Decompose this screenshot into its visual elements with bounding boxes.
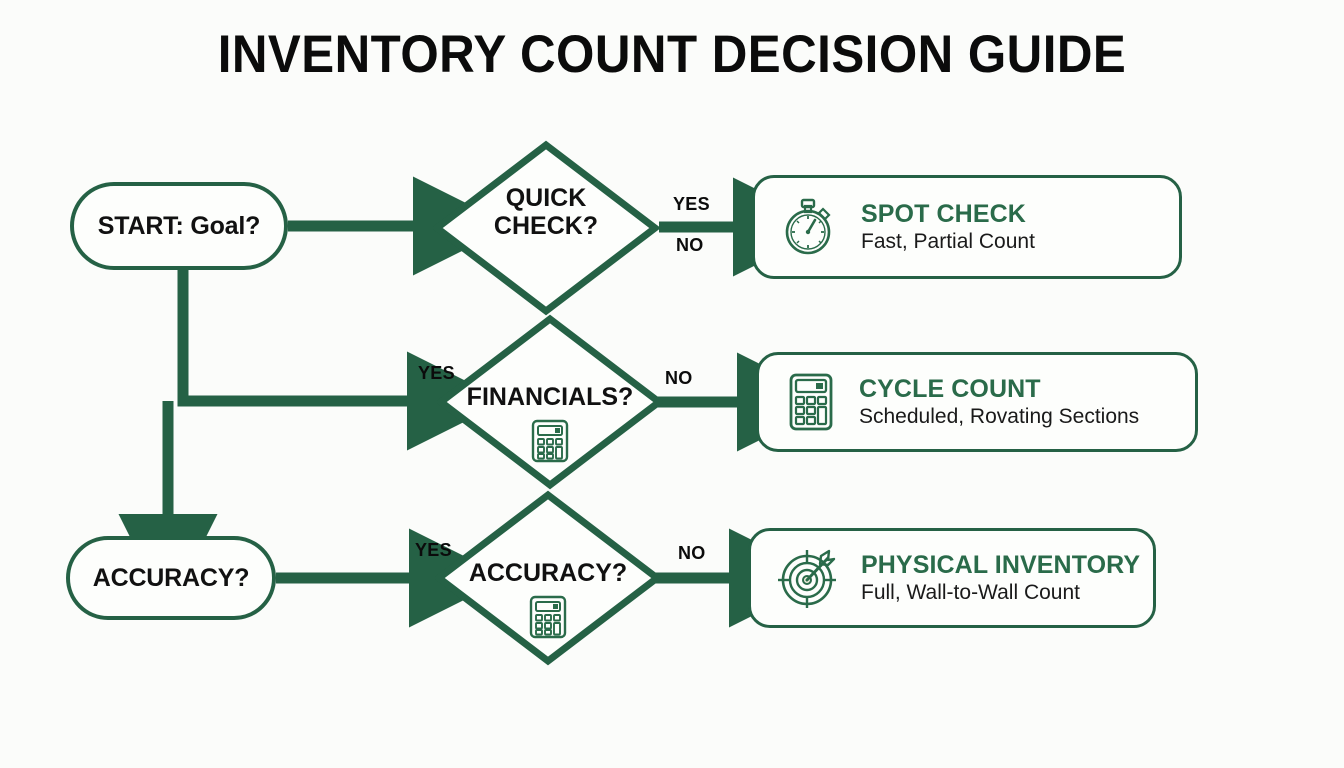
node-start-label: START: Goal? — [97, 211, 261, 240]
decision-financials[interactable]: FINANCIALS? — [436, 314, 664, 490]
result-physical-inventory-title: PHYSICAL INVENTORY — [861, 551, 1141, 579]
edge-label-accuracy-no: NO — [678, 543, 706, 563]
result-cycle-count-subtitle: Scheduled, Rovating Sections — [859, 405, 1140, 428]
result-physical-inventory-subtitle: Full, Wall-to-Wall Count — [861, 581, 1080, 604]
node-accuracy-pill-label: ACCURACY? — [92, 563, 250, 592]
diamond-outline — [436, 314, 664, 490]
edge-label-accuracy-yes: YES — [415, 540, 452, 560]
diamond-outline — [434, 490, 662, 666]
edge-label-quick-no: NO — [676, 235, 704, 255]
result-physical-inventory-text: PHYSICAL INVENTORY Full, Wall-to-Wall Co… — [861, 551, 1140, 605]
result-cycle-count-text: CYCLE COUNT Scheduled, Rovating Sections — [859, 375, 1139, 429]
node-start[interactable]: START: Goal? — [70, 182, 288, 270]
edge-label-financials-no: NO — [665, 368, 693, 388]
diamond-outline — [432, 140, 660, 316]
result-spot-check-text: SPOT CHECK Fast, Partial Count — [861, 200, 1035, 254]
result-cycle-count[interactable]: CYCLE COUNT Scheduled, Rovating Sections — [756, 352, 1198, 452]
calculator-icon — [528, 594, 568, 645]
edge-label-financials-yes: YES — [418, 363, 455, 383]
result-spot-check-subtitle: Fast, Partial Count — [861, 230, 1035, 253]
target-icon — [777, 546, 839, 610]
edge-label-quick-yes: YES — [673, 194, 710, 214]
stopwatch-icon — [781, 196, 839, 258]
page-title: INVENTORY COUNT DECISION GUIDE — [217, 25, 1127, 84]
result-spot-check[interactable]: SPOT CHECK Fast, Partial Count — [752, 175, 1182, 279]
result-physical-inventory[interactable]: PHYSICAL INVENTORY Full, Wall-to-Wall Co… — [748, 528, 1156, 628]
result-cycle-count-title: CYCLE COUNT — [859, 375, 1041, 403]
result-spot-check-title: SPOT CHECK — [861, 200, 1026, 228]
decision-quick-check[interactable]: QUICK CHECK? — [432, 140, 660, 316]
decision-accuracy[interactable]: ACCURACY? — [434, 490, 662, 666]
edge-start-to-financials — [177, 266, 506, 451]
node-accuracy-pill[interactable]: ACCURACY? — [66, 536, 276, 620]
calculator-icon — [785, 371, 837, 433]
calculator-icon — [530, 418, 570, 469]
